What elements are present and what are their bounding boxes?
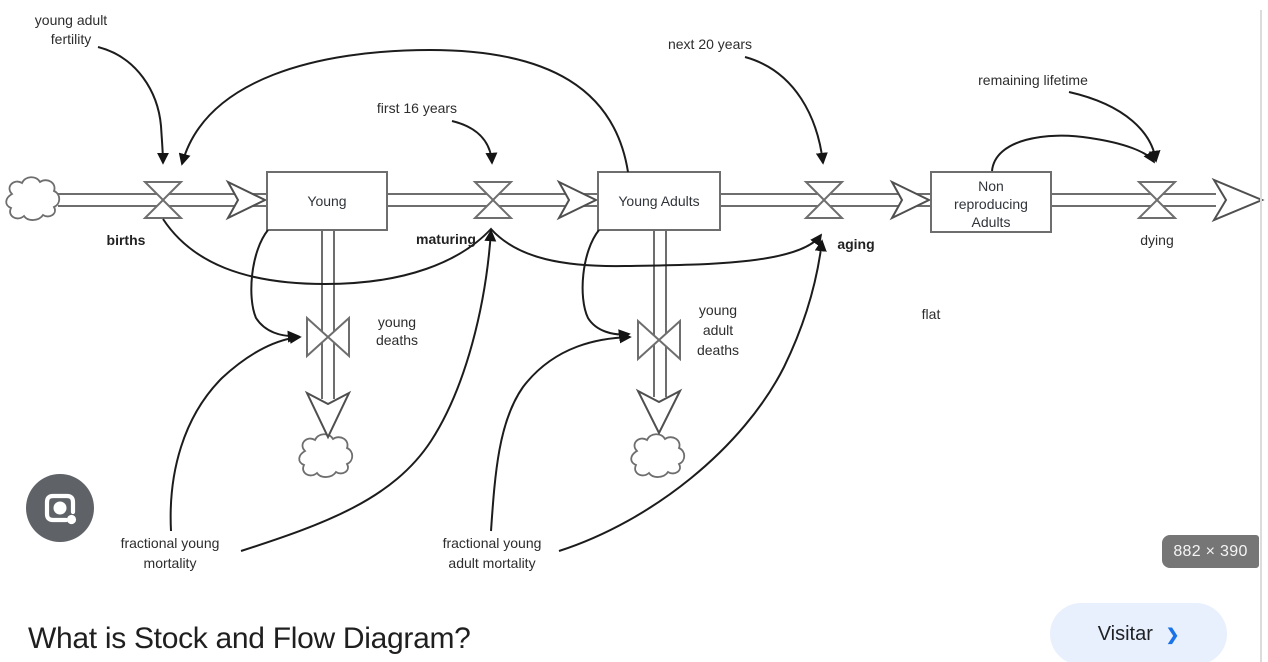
flow-aging-label: aging xyxy=(837,236,874,252)
var-fertility-label-1: young adult xyxy=(35,12,108,28)
link-frac-young-to-young-deaths xyxy=(169,331,302,532)
young-deaths-sink-cloud-icon xyxy=(298,433,354,478)
image-dimensions-badge: 882 × 390 xyxy=(1162,535,1259,568)
young-adult-deaths-pipe xyxy=(653,230,667,397)
flow-births-label: births xyxy=(107,232,146,248)
visit-button-label: Visitar xyxy=(1097,622,1153,645)
var-frac-young-adult-label-2: adult mortality xyxy=(448,555,535,571)
visit-button[interactable]: Visitar ❯ xyxy=(1050,603,1227,662)
stock-nra-label-2: reproducing xyxy=(954,196,1028,212)
var-next20-label: next 20 years xyxy=(668,36,752,52)
link-remaining-lifetime-to-dying xyxy=(1068,91,1161,163)
link-next20-to-aging xyxy=(744,56,828,165)
var-remaining-lifetime-label: remaining lifetime xyxy=(978,72,1088,88)
young-deaths-pipe xyxy=(321,230,335,399)
young-adult-deaths-valve-icon xyxy=(637,318,681,362)
flow-arrowheads xyxy=(225,177,1265,440)
google-lens-camera-icon xyxy=(44,493,77,525)
image-dimensions-text: 882 × 390 xyxy=(1173,542,1248,560)
flow-young-deaths-label-1: young xyxy=(378,314,416,330)
flow-maturing-label: maturing xyxy=(416,231,476,247)
link-first16-to-maturing xyxy=(451,120,498,165)
var-frac-young-label-1: fractional young xyxy=(121,535,220,551)
chevron-right-icon: ❯ xyxy=(1165,627,1180,644)
flow-ya-deaths-label-1: young xyxy=(699,302,737,318)
stock-nra-box xyxy=(930,171,1052,233)
stock-nra-label-1: Non xyxy=(978,178,1004,194)
stock-young-label: Young xyxy=(307,193,346,209)
link-frac-young-adult-to-aging xyxy=(558,239,827,552)
link-frac-young-to-maturing xyxy=(240,229,497,552)
flow-dying-label: dying xyxy=(1140,232,1173,248)
arrow-into-nra-icon xyxy=(889,179,932,221)
google-lens-button[interactable] xyxy=(26,474,94,542)
flow-ya-deaths-label-2: adult xyxy=(703,322,733,338)
flow-ya-deaths-label-3: deaths xyxy=(697,342,739,358)
link-young-adults-to-births xyxy=(178,48,629,173)
flow-young-deaths-label-2: deaths xyxy=(376,332,418,348)
births-valve-icon xyxy=(142,181,184,219)
link-nra-to-dying xyxy=(991,134,1155,172)
young-deaths-valve-icon xyxy=(306,315,350,359)
arrow-into-young-icon xyxy=(225,179,268,221)
var-frac-young-label-2: mortality xyxy=(144,555,197,571)
diagram-image[interactable]: Young Young Adults Non reproducing Adult… xyxy=(0,0,1268,583)
result-title[interactable]: What is Stock and Flow Diagram? xyxy=(28,622,471,655)
var-first16-label: first 16 years xyxy=(377,100,457,116)
stock-young-adults-label: Young Adults xyxy=(618,193,699,209)
link-fertility-to-births xyxy=(97,46,169,165)
stock-nra-label-3: Adults xyxy=(972,214,1011,230)
arrow-into-young-adults-icon xyxy=(556,179,599,221)
var-flat-label: flat xyxy=(922,306,941,322)
stock-young-box xyxy=(266,171,388,231)
link-young-to-young-deaths xyxy=(250,229,300,343)
link-young-adults-to-ya-deaths xyxy=(581,229,631,342)
dying-valve-icon xyxy=(1136,181,1178,219)
panel-divider xyxy=(1260,10,1262,662)
young-adult-deaths-sink-cloud-icon xyxy=(630,433,686,478)
arrow-sink-right-icon xyxy=(1211,177,1265,223)
var-fertility-label-2: fertility xyxy=(51,31,91,47)
stock-young-adults-box xyxy=(597,171,721,231)
influence-links xyxy=(97,46,1161,552)
aging-valve-icon xyxy=(803,181,845,219)
link-long-arc-to-aging xyxy=(162,218,823,286)
arrow-down-young-deaths-icon xyxy=(304,390,352,440)
diagram-labels: Young Young Adults Non reproducing Adult… xyxy=(35,12,1174,571)
link-frac-young-adult-to-ya-deaths xyxy=(490,331,632,532)
arrow-down-young-adult-deaths-icon xyxy=(635,388,683,436)
maturing-valve-icon xyxy=(472,181,514,219)
source-cloud-icon xyxy=(5,176,61,221)
var-frac-young-adult-label-1: fractional young xyxy=(443,535,542,551)
